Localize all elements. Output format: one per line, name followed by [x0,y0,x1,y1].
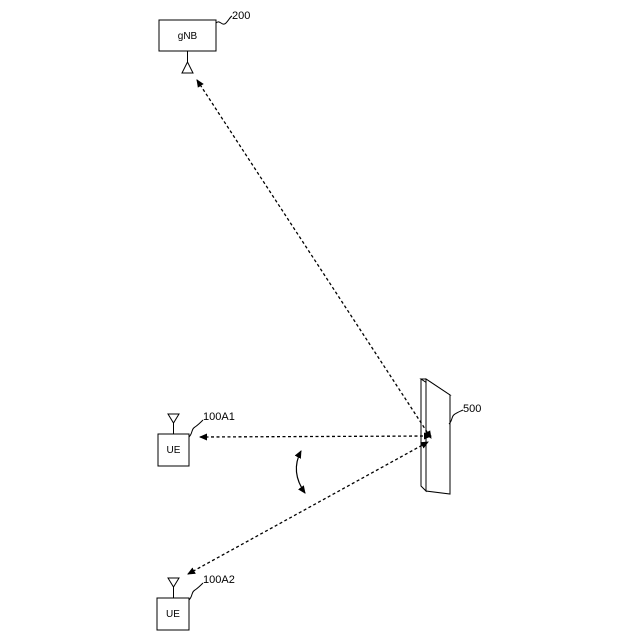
gnb-ref-number: 200 [232,10,250,22]
reflector-ref-number: 500 [463,403,481,415]
ue1-label: UE [167,445,181,456]
gnb-label: gNB [178,31,198,42]
reflector-panel [421,379,450,494]
ue1-antenna-icon [168,414,179,434]
ue1-ref-number: 100A1 [203,411,235,423]
link-gnb-reflector [197,80,431,438]
ue2-antenna-icon [168,578,179,598]
gnb-ref-callout: 200 [216,10,250,24]
reflector-ref-callout: 500 [449,403,481,424]
link-ue2-reflector [188,442,428,574]
ue1-ref-callout: 100A1 [189,411,235,437]
ue2-label: UE [166,609,180,620]
link-ue1-reflector [200,436,431,437]
ue2-ref-callout: 100A2 [189,574,235,600]
ue1-node: UE [158,414,189,466]
beam-switch-arrow-icon [296,451,305,493]
reflector-side-face [421,379,426,491]
gnb-antenna-icon [182,51,193,73]
ue2-ref-number: 100A2 [203,574,235,586]
gnb-node: gNB [159,20,216,73]
ue2-node: UE [157,578,189,630]
